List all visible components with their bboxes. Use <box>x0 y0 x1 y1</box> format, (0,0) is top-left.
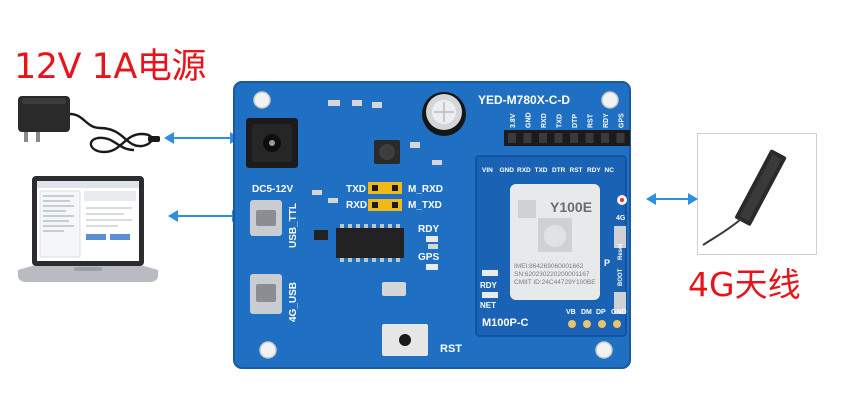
header-pin[interactable] <box>539 133 547 143</box>
header-pin-label: RST <box>588 113 595 128</box>
module-pin-label: RDY <box>587 167 601 174</box>
header-pin[interactable] <box>570 133 578 143</box>
gps-led <box>426 264 438 270</box>
module-pin-label: RXD <box>517 167 531 174</box>
laptop-image <box>14 174 162 292</box>
module-net-label: NET <box>480 301 496 310</box>
side-4g-label: 4G <box>616 215 626 222</box>
board-model: YED-M780X-C-D <box>478 93 570 107</box>
antenna-image <box>697 133 817 255</box>
header-pin-label: TXD <box>557 114 564 128</box>
usb-4g-label: 4G_USB <box>288 282 299 322</box>
side-boot-label: BOOT <box>618 268 624 286</box>
header-pin[interactable] <box>524 133 532 143</box>
txd-label: TXD <box>346 184 366 195</box>
pin-header <box>504 130 630 146</box>
rst-label: RST <box>440 343 462 355</box>
header-pin[interactable] <box>617 133 625 143</box>
bottom-pin-label: GND <box>611 309 627 316</box>
chip-line-2: SN:620230220200001167 <box>514 271 590 278</box>
bottom-pin-label: DM <box>581 309 592 316</box>
bottom-pin-pad[interactable] <box>583 320 591 328</box>
power-adapter-image <box>14 88 164 168</box>
module-net-led <box>482 292 498 298</box>
bottom-pin-label: VB <box>566 309 576 316</box>
side-p-label: P <box>604 258 610 268</box>
bottom-pin-pad[interactable] <box>598 320 606 328</box>
mount-hole-tl <box>254 92 270 108</box>
side-reset-label: Reset <box>618 244 624 260</box>
module-pin-label: RST <box>570 167 583 174</box>
rxd-label: RXD <box>346 200 367 211</box>
header-pin-label: 3.8V <box>510 113 517 128</box>
module-pin-label: TXD <box>535 167 548 174</box>
header-pin-label: DTP <box>572 114 579 128</box>
mount-hole-br <box>596 342 612 358</box>
gps-label: GPS <box>418 252 439 263</box>
mount-hole-bl <box>260 342 276 358</box>
power-supply-label: 12V 1A电源 <box>14 38 206 89</box>
module-rdy-led <box>482 270 498 276</box>
chip-line-3: CMIIT ID:24C44729Y100BE <box>514 279 596 286</box>
header-pin[interactable] <box>586 133 594 143</box>
rdy-led <box>426 236 438 242</box>
m-rxd-label: M_RXD <box>408 184 443 195</box>
dc-input-label: DC5-12V <box>252 184 293 195</box>
m-txd-label: M_TXD <box>408 200 442 211</box>
usb-ttl-label: USB_TTL <box>288 203 299 248</box>
module-pin-label: VIN <box>482 167 493 174</box>
ic-chip <box>336 228 404 258</box>
header-pin-label: RXD <box>541 113 548 128</box>
arrow-board-antenna <box>644 189 700 209</box>
header-pin-label: RDY <box>603 113 610 128</box>
crystal <box>382 282 406 296</box>
module-pin-label: DTR <box>552 167 566 174</box>
antenna-label: 4G天线 <box>688 258 801 306</box>
chip-name: Y100E <box>550 199 592 215</box>
header-pin[interactable] <box>601 133 609 143</box>
rdy-label: RDY <box>418 224 439 235</box>
header-pin[interactable] <box>555 133 563 143</box>
header-pin-label: GPS <box>619 113 626 128</box>
module-rdy-label: RDY <box>480 281 498 290</box>
arrow-power-board <box>162 128 242 148</box>
mount-hole-tr <box>602 92 618 108</box>
chip-line-1: IMEI:864269060001662 <box>514 263 584 270</box>
bottom-pin-pad[interactable] <box>568 320 576 328</box>
module-pin-label: NC <box>605 167 615 174</box>
module-name: M100P-C <box>482 317 529 329</box>
module-pin-label: GND <box>500 167 515 174</box>
bottom-pin-pad[interactable] <box>613 320 621 328</box>
header-pin-label: GND <box>526 112 533 128</box>
bottom-pin-label: DP <box>596 309 606 316</box>
header-pin[interactable] <box>508 133 516 143</box>
